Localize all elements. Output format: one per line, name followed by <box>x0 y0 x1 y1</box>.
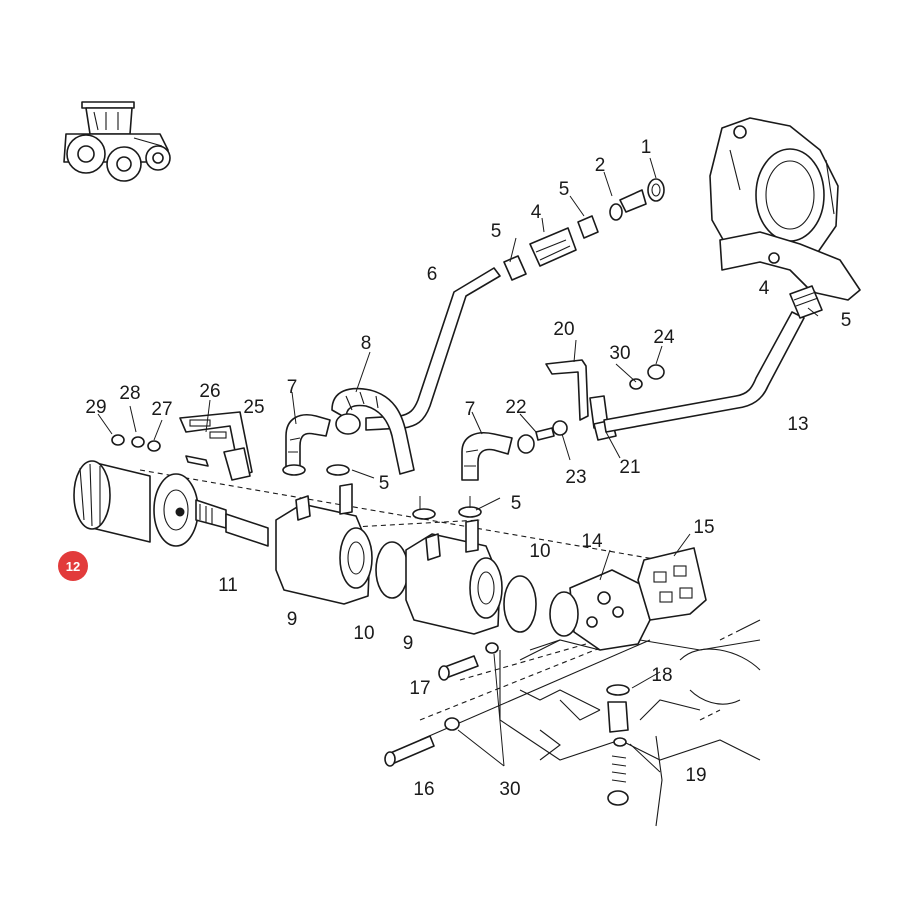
callout-17: 17 <box>409 678 430 699</box>
hose-7-left <box>282 414 350 476</box>
callout-5d: 5 <box>379 473 390 494</box>
hose-clamps <box>412 506 482 520</box>
callout-7b: 7 <box>465 399 476 420</box>
gear-housing <box>709 117 861 301</box>
callout-10b: 10 <box>353 623 374 644</box>
callout-22: 22 <box>505 397 526 418</box>
adapter-housing <box>549 547 707 651</box>
pipe-13 <box>603 285 823 433</box>
callout-8: 8 <box>361 333 372 354</box>
oil-cooler-left <box>275 483 409 605</box>
callout-5c: 5 <box>841 310 852 331</box>
callout-20: 20 <box>553 319 574 340</box>
callout-30b: 30 <box>499 779 520 800</box>
callout-26: 26 <box>199 381 220 402</box>
callout-6: 6 <box>427 264 438 285</box>
callout-9b: 9 <box>403 633 414 654</box>
callout-11: 11 <box>218 575 238 596</box>
tractor-icon <box>63 101 171 182</box>
callout-labels: 1 2 5 4 5 6 4 5 8 20 30 24 7 7 22 13 28 … <box>85 137 851 800</box>
callout-13: 13 <box>787 414 808 435</box>
upper-fittings <box>503 178 665 281</box>
callout-28: 28 <box>119 383 140 404</box>
callout-29: 29 <box>85 397 106 418</box>
hose-7-right <box>461 432 535 481</box>
callout-7a: 7 <box>287 377 298 398</box>
callout-15: 15 <box>693 517 714 538</box>
oil-cooler-right <box>405 519 537 635</box>
bracket-assembly <box>535 359 665 441</box>
callout-18: 18 <box>651 665 672 686</box>
callout-9a: 9 <box>287 609 298 630</box>
callout-30a: 30 <box>609 343 630 364</box>
callout-14: 14 <box>581 531 603 552</box>
callout-4b: 4 <box>759 278 770 299</box>
bolts <box>384 642 499 767</box>
callout-23: 23 <box>565 467 586 488</box>
callout-5e: 5 <box>511 493 522 514</box>
relief-valve <box>606 684 663 827</box>
badge-circle <box>58 551 88 581</box>
callout-24: 24 <box>653 327 675 348</box>
callout-1: 1 <box>641 137 652 158</box>
callout-27: 27 <box>151 399 172 420</box>
leader-lines <box>97 157 819 773</box>
callout-10a: 10 <box>529 541 550 562</box>
callout-16: 16 <box>413 779 434 800</box>
callout-2: 2 <box>595 155 606 176</box>
callout-5a: 5 <box>559 179 570 200</box>
callout-5b: 5 <box>491 221 502 242</box>
callout-21: 21 <box>619 457 640 478</box>
figure-number-badge: 12 <box>58 551 88 581</box>
callout-25: 25 <box>243 397 264 418</box>
callout-19: 19 <box>685 765 706 786</box>
hose-8 <box>331 387 415 475</box>
filter-bracket <box>111 411 253 481</box>
oil-filter <box>73 460 269 547</box>
badge-label: 12 <box>66 559 80 574</box>
callout-4a: 4 <box>531 202 542 223</box>
pipe-6 <box>365 267 501 431</box>
